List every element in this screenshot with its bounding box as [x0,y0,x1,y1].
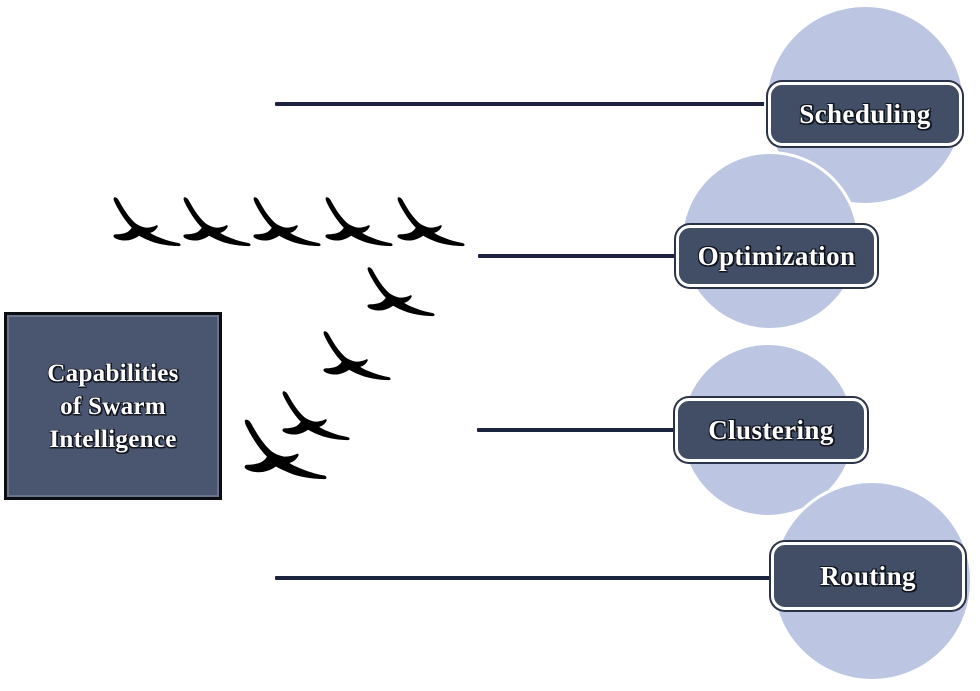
bird-silhouette-icon [362,266,436,322]
node-pill-optimization[interactable]: Optimization [676,225,877,287]
node-label-routing: Routing [820,560,916,591]
bird-silhouette-icon [248,196,322,252]
bird-silhouette-icon [320,196,394,252]
bird-silhouette-icon [178,196,252,252]
bird-silhouette-icon [277,390,351,446]
bird-silhouette-icon [108,196,182,252]
bird-silhouette-icon [238,418,328,486]
node-label-clustering: Clustering [708,414,834,445]
bird-silhouette-icon [392,196,466,252]
connector-line-optimization [478,254,678,258]
connector-line-scheduling [275,102,767,106]
source-box-label: Capabilities of Swarm Intelligence [47,359,179,453]
source-box[interactable]: Capabilities of Swarm Intelligence [4,312,222,500]
node-label-optimization: Optimization [697,240,856,271]
node-label-scheduling: Scheduling [799,98,931,129]
connector-line-clustering [477,428,677,432]
bird-silhouette-icon [318,330,392,386]
node-pill-scheduling[interactable]: Scheduling [768,82,962,146]
node-pill-clustering[interactable]: Clustering [675,398,867,462]
connector-line-routing [275,576,772,580]
node-pill-routing[interactable]: Routing [771,542,965,610]
